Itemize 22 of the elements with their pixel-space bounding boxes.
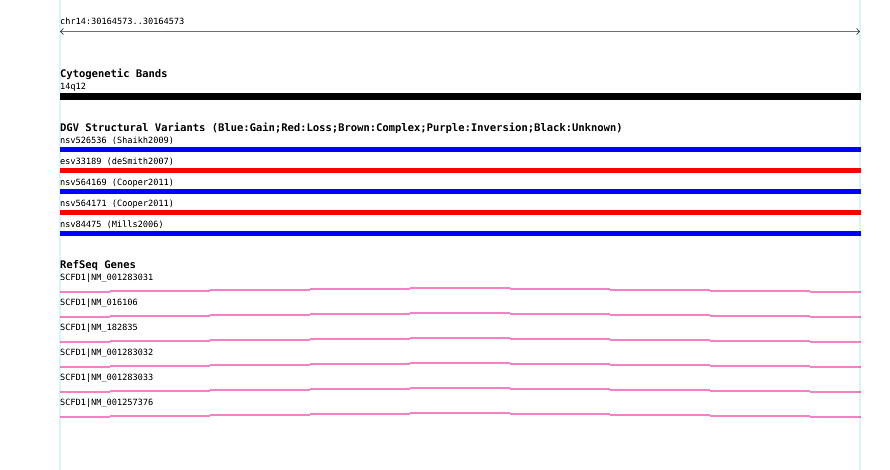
variant-bar: nsv564169 (Cooper2011) (60, 178, 861, 194)
node-label: 14q12 (61, 82, 86, 91)
node-label: nsv564169 (Cooper2011) (60, 178, 172, 187)
gene-line: SCFD1|NM_182835 (60, 323, 862, 342)
variant-bar: nsv84475 (Mills2006) (60, 220, 861, 236)
node-label: esv33189 (deSmith2007) (60, 157, 172, 166)
position-label: chr14:30164573..30164573 (60, 17, 184, 24)
variant-bar: nsv564171 (Cooper2011) (60, 199, 861, 215)
node-label: nsv564171 (Cooper2011) (60, 199, 172, 208)
gene-line: SCFD1|NM_001283032 (60, 348, 862, 368)
gene-line: SCFD1|NM_016106 (60, 298, 862, 318)
variant-bar: esv33189 (deSmith2007) (60, 157, 861, 173)
track-heading: DGV Structural Variants (Blue:Gain;Red:Loss;Brown:Complex;Purple:Inversion;Black:Unknown) (60, 122, 621, 134)
variant-bar: nsv526536 (Shaikh2009) (60, 136, 861, 152)
node-label: nsv84475 (Mills2006) (60, 220, 162, 228)
gene-line: SCFD1|NM_001283033 (60, 373, 862, 392)
track-heading: Cytogenetic Bands (60, 68, 167, 80)
cytoband-bar: 14q12 (60, 82, 861, 100)
gene-line: SCFD1|NM_001257376 (60, 398, 862, 418)
gene-line: SCFD1|NM_001283031 (60, 273, 862, 292)
node-label: nsv526536 (Shaikh2009) (60, 136, 172, 144)
track-heading: RefSeq Genes (60, 260, 136, 270)
